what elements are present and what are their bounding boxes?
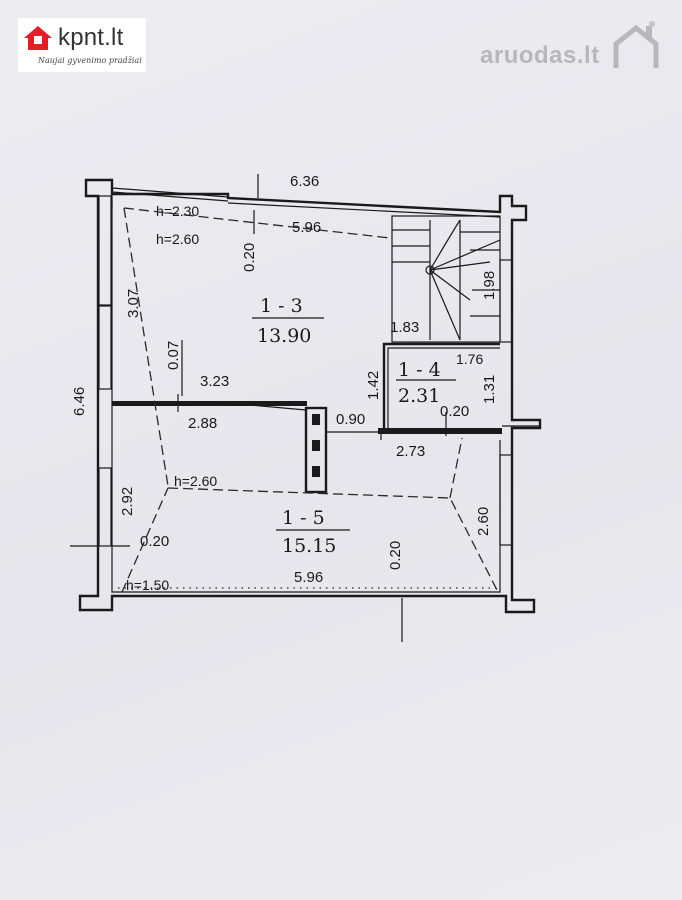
interior-walls	[112, 342, 502, 494]
staircase	[391, 215, 501, 343]
height-label: h=2.60	[174, 473, 217, 489]
dim-top-wall: 0.20	[241, 243, 258, 272]
dim-room3-left: 3.07	[125, 289, 142, 318]
dimension-ticks	[70, 174, 540, 642]
room-1-4[interactable]: 1 - 4 2.31	[396, 359, 456, 407]
logo-text: kpnt.lt	[58, 24, 124, 51]
room-id: 1 - 5	[282, 507, 325, 529]
room-id: 1 - 3	[260, 295, 303, 317]
room-id: 1 - 4	[398, 359, 441, 381]
dim-room3-width: 3.23	[200, 373, 229, 390]
height-label: h=2.30	[156, 203, 199, 219]
dim-room3-partition: 0.07	[165, 341, 182, 370]
outer-walls	[78, 178, 542, 614]
dim-room5-top-right: 2.73	[396, 443, 425, 460]
dim-left-wall: 0.20	[140, 533, 169, 550]
logo-slogan: Naujai gyvenimo pradžiai	[38, 56, 142, 65]
dim-room5-right: 2.60	[475, 507, 492, 536]
height-contours	[118, 207, 500, 593]
room-area: 15.15	[282, 535, 336, 557]
kpnt-logo[interactable]: kpnt.lt Naujai gyvenimo pradžiai	[18, 18, 146, 72]
dim-room4-right: 1.31	[481, 375, 498, 404]
dim-room4-height: 1.42	[365, 371, 382, 400]
height-label: h=1.50	[126, 577, 169, 593]
dim-partition-wall: 0.20	[440, 403, 469, 420]
height-label: h=2.60	[156, 231, 199, 247]
watermark-suffix: .lt	[576, 42, 600, 69]
dim-room4-top: 1.83	[390, 319, 419, 336]
room-area: 13.90	[257, 325, 311, 347]
dim-left-outer: 6.46	[71, 387, 88, 416]
dim-room4-width: 1.76	[456, 351, 483, 367]
watermark-text: aruodas	[480, 42, 577, 69]
dim-stair-width: 1.98	[481, 271, 498, 300]
dim-top-inner: 5.96	[292, 219, 321, 236]
room-area: 2.31	[398, 385, 440, 407]
dim-room5-bottom-inner: 5.96	[294, 569, 323, 586]
dim-bottom-wall: 0.20	[387, 541, 404, 570]
aruodas-house-icon	[613, 21, 659, 68]
room-1-5[interactable]: 1 - 5 15.15	[276, 507, 350, 557]
dim-room5-top-left: 2.88	[188, 415, 217, 432]
dim-door-opening: 0.90	[336, 411, 365, 428]
house-icon	[24, 26, 52, 50]
dim-top-outer: 6.36	[290, 173, 319, 190]
room-1-3[interactable]: 1 - 3 13.90	[252, 295, 324, 347]
dim-room5-left: 2.92	[119, 487, 136, 516]
aruodas-watermark: aruodas.lt	[480, 42, 600, 70]
